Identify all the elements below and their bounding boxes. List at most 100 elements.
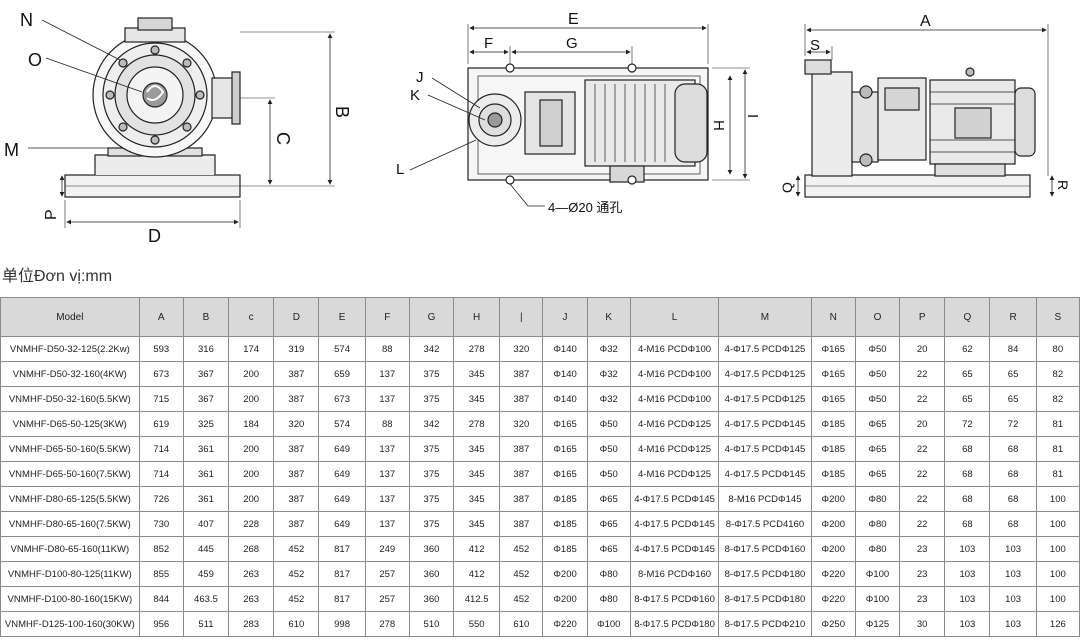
label-i: I xyxy=(744,114,761,118)
table-cell: 550 xyxy=(453,611,501,637)
table-cell: 610 xyxy=(499,611,544,637)
table-cell: 361 xyxy=(182,436,230,462)
table-cell: 137 xyxy=(364,436,410,462)
table-cell: 100 xyxy=(1035,486,1080,512)
table-cell: 22 xyxy=(899,436,946,462)
table-cell: 387 xyxy=(273,386,320,412)
table-cell: 726 xyxy=(138,486,184,512)
table-cell: 80 xyxy=(1035,336,1080,362)
table-cell: 249 xyxy=(364,536,410,562)
table-cell: 452 xyxy=(273,561,320,587)
table-cell: 463.5 xyxy=(182,586,230,612)
table-cell: 23 xyxy=(899,586,946,612)
table-cell: 257 xyxy=(364,561,410,587)
table-cell: 68 xyxy=(989,436,1037,462)
table-cell: Φ165 xyxy=(810,386,856,412)
table-cell: 412.5 xyxy=(453,586,501,612)
table-cell: 174 xyxy=(228,336,275,362)
table-cell: 8-Φ17.5 PCDΦ160 xyxy=(629,586,720,612)
table-cell: 511 xyxy=(182,611,230,637)
table-cell: Φ185 xyxy=(542,486,588,512)
table-cell: 714 xyxy=(138,436,184,462)
table-cell: 452 xyxy=(499,586,544,612)
table-cell: 673 xyxy=(318,386,366,412)
table-cell: 4-Φ17.5 PCDΦ145 xyxy=(629,511,720,537)
header-cell: E xyxy=(318,297,366,337)
table-cell: 65 xyxy=(989,361,1037,387)
table-cell: 319 xyxy=(273,336,320,362)
unit-label: 单位Đơn vị:mm xyxy=(2,268,113,285)
model-cell: VNMHF-D100-80-125(11KW) xyxy=(0,561,140,587)
table-cell: 855 xyxy=(138,561,184,587)
table-cell: 8-Φ17.5 PCDΦ210 xyxy=(718,611,812,637)
table-cell: 100 xyxy=(1035,586,1080,612)
table-cell: 8-M16 PCDΦ160 xyxy=(629,561,720,587)
table-cell: 445 xyxy=(182,536,230,562)
table-cell: 22 xyxy=(899,511,946,537)
table-cell: Φ80 xyxy=(854,511,901,537)
table-cell: 387 xyxy=(499,461,544,487)
table-cell: 22 xyxy=(899,361,946,387)
table-cell: 817 xyxy=(318,536,366,562)
table-cell: 200 xyxy=(228,461,275,487)
table-cell: Φ250 xyxy=(810,611,856,637)
table-cell: Φ165 xyxy=(542,461,588,487)
header-cell: R xyxy=(989,297,1037,337)
table-cell: 956 xyxy=(138,611,184,637)
model-cell: VNMHF-D80-65-160(11KW) xyxy=(0,536,140,562)
table-cell: 68 xyxy=(944,486,991,512)
table-cell: Φ220 xyxy=(810,561,856,587)
table-cell: Φ32 xyxy=(586,386,631,412)
table-cell: 88 xyxy=(364,336,410,362)
table-cell: 103 xyxy=(989,536,1037,562)
table-cell: 200 xyxy=(228,486,275,512)
table-cell: Φ165 xyxy=(810,336,856,362)
table-cell: 817 xyxy=(318,561,366,587)
table-cell: Φ65 xyxy=(586,536,631,562)
table-cell: 375 xyxy=(408,486,455,512)
header-cell: P xyxy=(899,297,946,337)
table-cell: Φ65 xyxy=(586,486,631,512)
label-b: B xyxy=(332,106,352,118)
table-cell: Φ65 xyxy=(586,511,631,537)
table-cell: 387 xyxy=(273,511,320,537)
label-a: A xyxy=(920,13,931,30)
table-cell: Φ32 xyxy=(586,336,631,362)
table-cell: 22 xyxy=(899,461,946,487)
table-cell: 103 xyxy=(944,561,991,587)
table-cell: 649 xyxy=(318,486,366,512)
label-k: K xyxy=(410,87,420,104)
table-cell: 375 xyxy=(408,436,455,462)
table-cell: Φ100 xyxy=(586,611,631,637)
table-cell: 103 xyxy=(989,561,1037,587)
label-q: Q xyxy=(779,182,795,193)
table-cell: Φ50 xyxy=(586,461,631,487)
table-cell: 387 xyxy=(499,386,544,412)
table-cell: Φ220 xyxy=(542,611,588,637)
table-cell: 387 xyxy=(273,486,320,512)
table-cell: 268 xyxy=(228,536,275,562)
table-cell: 103 xyxy=(989,586,1037,612)
table-cell: 100 xyxy=(1035,561,1080,587)
table-cell: 574 xyxy=(318,411,366,437)
label-holes: 4—Ø20 通孔 xyxy=(548,200,622,215)
table-cell: 278 xyxy=(453,411,501,437)
table-cell: 593 xyxy=(138,336,184,362)
table-cell: 852 xyxy=(138,536,184,562)
table-cell: 375 xyxy=(408,511,455,537)
table-cell: 345 xyxy=(453,436,501,462)
table-cell: 30 xyxy=(899,611,946,637)
table-cell: 998 xyxy=(318,611,366,637)
model-cell: VNMHF-D50-32-160(4KW) xyxy=(0,361,140,387)
table-cell: 320 xyxy=(499,336,544,362)
table-cell: 673 xyxy=(138,361,184,387)
label-j: J xyxy=(416,69,424,86)
table-cell: 263 xyxy=(228,586,275,612)
label-m: M xyxy=(4,140,19,160)
header-cell: M xyxy=(718,297,812,337)
table-cell: 283 xyxy=(228,611,275,637)
